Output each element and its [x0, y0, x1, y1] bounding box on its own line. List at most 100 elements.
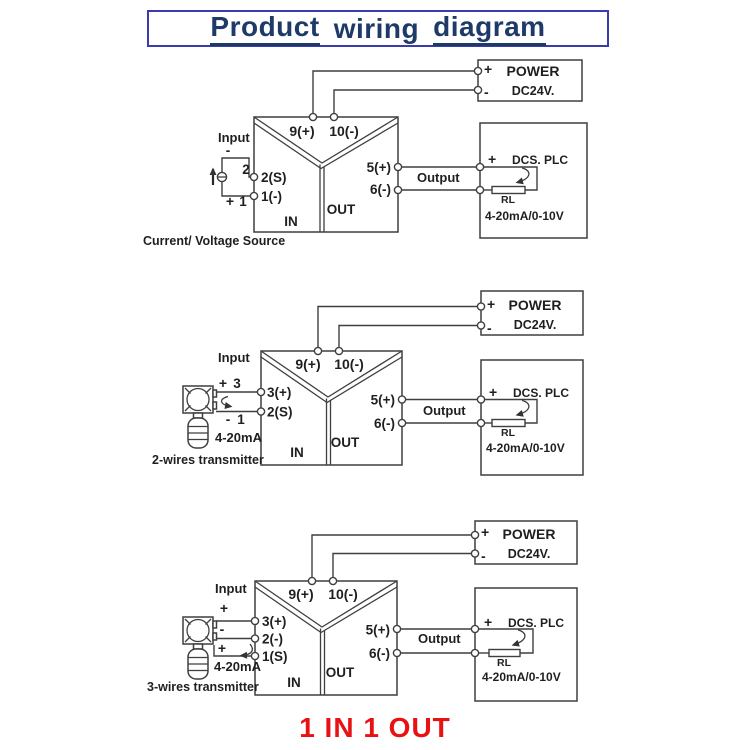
device-outline [260, 350, 403, 466]
power-box: + - POWER DC24V. [470, 520, 578, 565]
device-out-label: OUT [327, 202, 356, 217]
terminal-9 [307, 576, 317, 586]
dcs-plc-box: + DCS. PLC RL 4-20mA/0-10V [470, 587, 578, 702]
source-minus-mark: - [226, 143, 231, 158]
input-source: Input + 3 - 1 4-20mA [182, 350, 263, 449]
transmitter-icon [182, 385, 218, 449]
power-voltage: DC24V. [508, 547, 551, 561]
loop-arrow-icon [511, 629, 526, 647]
terminal-2 [250, 634, 260, 643]
power-voltage: DC24V. [512, 84, 555, 98]
output-wires [402, 398, 481, 424]
terminal [470, 530, 480, 540]
loop-arrow-icon [220, 395, 233, 409]
dcs-plc-box: + DCS. PLC RL 4-20mA/0-10V [475, 122, 588, 239]
power-wires [317, 305, 481, 351]
isolator-device: 9(+) 10(-) 3(+) 2(S) 5(+) 6(-) IN OUT [256, 346, 407, 466]
transmitter-icon [182, 616, 218, 680]
signal-type-label: 4-20mA [214, 659, 262, 674]
terminal-label-1s: 1(S) [262, 649, 288, 664]
power-box-outline [474, 520, 578, 565]
power-plus-label: + [484, 61, 492, 77]
terminal-label-9: 9(+) [288, 586, 313, 602]
terminal-label-5: 5(+) [367, 160, 391, 175]
source-plus-mark: + [226, 193, 234, 209]
wire-minus-mark: - [220, 621, 225, 637]
input-label: Input [218, 350, 250, 365]
load-resistor-label: RL [501, 427, 516, 439]
terminal-3 [256, 387, 266, 397]
isolator-device: 9(+) 10(-) 2(S) 1(-) 5(+) 6(-) IN OUT [249, 112, 403, 233]
diagram-caption: Current/ Voltage Source [143, 234, 285, 248]
terminal-label-10: 10(-) [328, 586, 358, 602]
power-title: POWER [507, 63, 560, 79]
power-minus-label: - [484, 84, 489, 100]
terminal-label-3: 3(+) [262, 614, 286, 629]
terminal-9 [313, 346, 323, 356]
terminal [476, 395, 486, 404]
terminal-label-5: 5(+) [371, 393, 395, 408]
wire-number-2: 2 [242, 162, 250, 177]
wire-minus-mark: - [226, 412, 231, 427]
diagram-two-wires-transmitter: + - POWER DC24V. Output [152, 290, 584, 476]
power-wires [311, 534, 475, 581]
terminal-label-2s: 2(S) [261, 170, 287, 185]
terminal [473, 66, 483, 76]
terminal-label-6: 6(-) [369, 646, 390, 661]
terminal [476, 418, 486, 428]
terminal-label-1: 1(-) [261, 189, 282, 204]
title-word-product: Product [210, 11, 320, 46]
terminal-10 [334, 346, 344, 356]
power-box-outline [480, 290, 584, 336]
signal-range-label: 4-20mA/0-10V [486, 441, 565, 455]
terminal-label-10: 10(-) [329, 123, 359, 139]
power-plus-label: + [487, 296, 495, 312]
terminal-label-9: 9(+) [289, 123, 314, 139]
terminal [476, 321, 486, 330]
output-wires [397, 628, 475, 654]
output-label: Output [417, 170, 460, 185]
terminal [475, 185, 485, 195]
terminal-label-5: 5(+) [366, 623, 390, 638]
terminal-2 [249, 172, 259, 182]
wire-plus-mark-2: + [218, 640, 226, 656]
loop-arrow-icon [515, 399, 530, 417]
resistor-icon [491, 185, 526, 195]
dcs-title: DCS. PLC [508, 616, 564, 630]
signal-range-label: 4-20mA/0-10V [485, 209, 564, 223]
power-title: POWER [503, 526, 556, 542]
loop-arrow-icon [239, 643, 253, 659]
wire-plus-mark: + [220, 600, 228, 616]
input-label: Input [218, 130, 250, 145]
terminal-label-9: 9(+) [295, 356, 320, 372]
title-word-diagram: diagram [433, 11, 546, 46]
terminal-2 [256, 407, 266, 416]
output-wires [398, 166, 480, 191]
power-minus-label: - [487, 320, 492, 336]
input-source: Input - 2 + 1 [209, 130, 251, 209]
load-resistor-label: RL [501, 194, 516, 206]
device-in-label: IN [290, 445, 304, 460]
wire-number-3: 3 [233, 376, 241, 391]
power-box: + - POWER DC24V. [476, 290, 584, 336]
terminal-6 [393, 185, 403, 195]
signal-type-label: 4-20mA [215, 430, 263, 445]
power-voltage: DC24V. [514, 318, 557, 332]
wire-number-1: 1 [239, 194, 247, 209]
power-minus-label: - [481, 548, 486, 564]
terminal-6 [397, 418, 407, 428]
terminal-9 [308, 112, 318, 122]
terminal-5 [392, 624, 402, 634]
device-in-label: IN [287, 675, 301, 690]
footer-caption: 1 IN 1 OUT [299, 712, 451, 743]
terminal-10 [328, 576, 338, 586]
diagram-three-wires-transmitter: + - POWER DC24V. Output [147, 520, 578, 702]
diagram-caption: 3-wires transmitter [147, 680, 259, 694]
wire-number-1: 1 [237, 412, 245, 427]
dcs-plc-box: + DCS. PLC RL 4-20mA/0-10V [476, 359, 584, 476]
terminal-label-2s: 2(S) [267, 405, 293, 420]
terminal-label-6: 6(-) [370, 182, 391, 197]
